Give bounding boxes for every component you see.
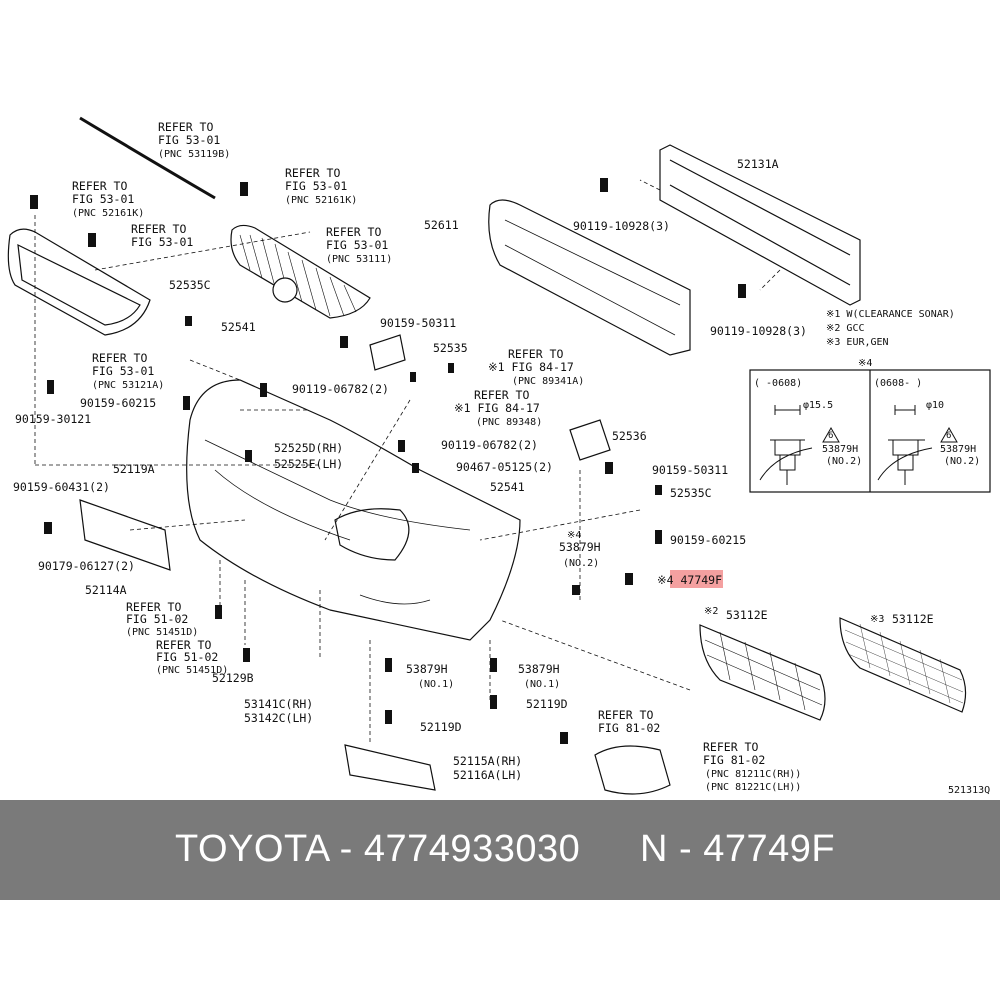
part-label: 90159-50311	[652, 463, 728, 477]
banner-oem-number: TOYOTA - 4774933030	[175, 828, 581, 870]
part-label: (NO.2)	[563, 558, 599, 569]
part-label: 90159-60215	[80, 396, 156, 410]
part-label: 52535C	[169, 278, 211, 292]
part-label: (NO.1)	[524, 679, 560, 690]
part-label: 52114A	[85, 583, 127, 597]
lower-spoiler	[344, 744, 436, 791]
part-label: 90159-60215	[670, 533, 746, 547]
part-label: ※4	[567, 530, 581, 541]
inset-badge-right: 6	[946, 431, 951, 441]
note-2: ※2 GCC	[826, 323, 864, 334]
part-label: 53112E	[892, 612, 934, 626]
part-label: 90159-30121	[15, 412, 91, 426]
part-label: 90159-60431(2)	[13, 480, 110, 494]
part-label: 53112E	[726, 608, 768, 622]
part-label: 90179-06127(2)	[38, 559, 135, 573]
highlight-part-label: ※4 47749F	[657, 573, 722, 587]
license-bracket	[79, 499, 171, 571]
refer-label-8: REFER TO※1 FIG 84-17(PNC 89348)	[454, 388, 542, 428]
energy-absorber	[488, 199, 691, 356]
part-label: 52129B	[212, 671, 254, 685]
prefix-mark: ※2	[704, 606, 718, 617]
part-label: 52535	[433, 341, 468, 355]
part-label: 52119A	[113, 462, 155, 476]
note-1: ※1 W(CLEARANCE SONAR)	[826, 309, 955, 320]
part-label: 90119-10928(3)	[573, 219, 670, 233]
highlight-box	[670, 570, 723, 588]
inset-left-dim: φ15.5	[803, 400, 833, 411]
inset-marker: ※4	[858, 358, 872, 369]
part-label: 90467-05125(2)	[456, 460, 553, 474]
inset-right-header: (0608- )	[874, 378, 922, 389]
part-label: 52525D(RH)	[274, 441, 343, 455]
diagram-code: 521313Q	[948, 785, 990, 796]
lower-grille-gcc	[699, 624, 826, 721]
emblem	[272, 277, 298, 303]
part-label: 53879H	[559, 540, 601, 554]
part-label: (NO.1)	[418, 679, 454, 690]
inset-right-part: 53879H	[940, 444, 976, 455]
part-label: 52536	[612, 429, 647, 443]
refer-label-7: REFER TO※1 FIG 84-17(PNC 89341A)	[488, 347, 584, 387]
banner-pnc-number: N - 47749F	[640, 828, 836, 870]
part-label: 53141C(RH)	[244, 697, 313, 711]
part-label: 52525E(LH)	[274, 457, 343, 471]
radiator-grille	[230, 224, 371, 319]
bumper-reinforcement	[659, 144, 861, 306]
part-label: 53879H	[406, 662, 448, 676]
part-label: 52611	[424, 218, 459, 232]
grille-trim-strip	[79, 116, 216, 200]
inset-right-dim: φ10	[926, 400, 944, 411]
note-3: ※3 EUR,GEN	[826, 337, 889, 348]
inset-right-part-no: (NO.2)	[944, 456, 980, 467]
part-label: 52119D	[420, 720, 462, 734]
part-label: 53879H	[518, 662, 560, 676]
part-number-banner: TOYOTA - 4774933030 N - 47749F	[0, 800, 1000, 900]
fog-lamp	[594, 745, 671, 795]
inset-badge-left: 6	[828, 431, 833, 441]
prefix-mark: ※3	[870, 614, 884, 625]
part-label: 52541	[221, 320, 256, 334]
part-label: 53142C(LH)	[244, 711, 313, 725]
part-label: 52541	[490, 480, 525, 494]
part-label: 52131A	[737, 157, 779, 171]
part-label: 52116A(LH)	[453, 768, 522, 782]
bumper-cover	[186, 379, 521, 641]
lower-grille-eur	[839, 617, 967, 713]
part-label: 52119D	[526, 697, 568, 711]
part-label: 90119-06782(2)	[292, 382, 389, 396]
bottom-padding	[0, 900, 1000, 1000]
inset-left-part: 53879H	[822, 444, 858, 455]
inset-left-header: ( -0608)	[754, 378, 802, 389]
bracket-52536	[569, 419, 611, 461]
part-label: 52115A(RH)	[453, 754, 522, 768]
bracket-52535	[369, 334, 406, 371]
part-label: 52535C	[670, 486, 712, 500]
part-label: 90119-06782(2)	[441, 438, 538, 452]
part-label: 90119-10928(3)	[710, 324, 807, 338]
inset-left-part-no: (NO.2)	[826, 456, 862, 467]
part-label: 90159-50311	[380, 316, 456, 330]
grille-frame	[7, 228, 151, 336]
